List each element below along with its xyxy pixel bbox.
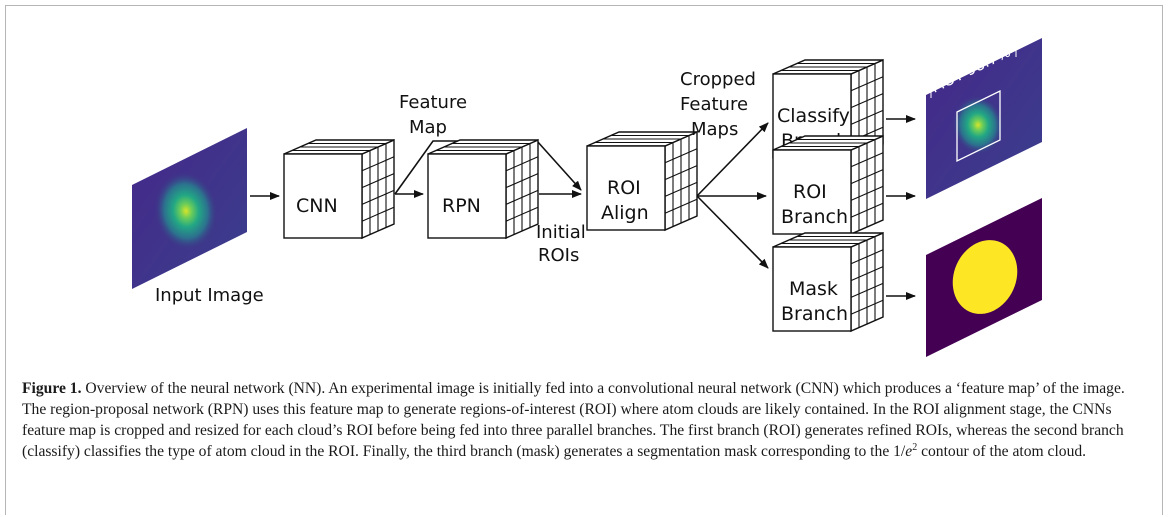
cropped-label-line2: Feature xyxy=(680,94,748,115)
roi-align-block: ROI Align xyxy=(586,130,698,232)
mask-label-line1: Mask xyxy=(789,278,838,300)
roi-branch-label-line1: ROI xyxy=(793,181,827,203)
cropped-label-line3: Maps xyxy=(691,119,738,140)
input-image xyxy=(132,128,247,289)
roi-branch-block: ROI Branch xyxy=(772,134,884,236)
svg-text:RPN: RPN xyxy=(442,195,481,217)
caption-exponent: 2 xyxy=(912,441,918,453)
arrow-to-mask xyxy=(696,195,769,269)
svg-text:Align: Align xyxy=(601,202,649,224)
rpn-label: RPN xyxy=(442,195,481,217)
initial-rois-label-line1: Initial xyxy=(536,222,586,243)
figure-caption: Figure 1. Overview of the neural network… xyxy=(22,378,1147,462)
input-image-label: Input Image xyxy=(155,285,264,306)
feature-map-label-line2: Map xyxy=(409,117,447,138)
svg-text:Branch: Branch xyxy=(781,303,848,325)
initial-rois-label-line2: ROIs xyxy=(538,245,579,266)
mask-output-image xyxy=(926,198,1042,357)
network-diagram: Input Image CNN Feature Map RPN Initial … xyxy=(132,38,1042,357)
svg-text:Branch: Branch xyxy=(781,206,848,228)
arrow-to-classify xyxy=(696,122,769,197)
svg-text:Classify: Classify xyxy=(777,105,850,127)
cnn-label: CNN xyxy=(296,195,338,217)
rpn-block: RPN xyxy=(427,138,539,240)
caption-text-2: contour of the atom cloud. xyxy=(917,443,1087,460)
detection-output-image: MOT 98.7% xyxy=(926,38,1042,199)
roi-align-label-line1: ROI xyxy=(607,177,641,199)
svg-text:CNN: CNN xyxy=(296,195,338,217)
roi-branch-label-line2: Branch xyxy=(781,206,848,228)
svg-text:ROI: ROI xyxy=(793,181,827,203)
cnn-block: CNN xyxy=(283,138,395,240)
roi-bounding-box xyxy=(956,89,1001,163)
figure-frame xyxy=(5,5,1163,515)
mask-label-line2: Branch xyxy=(781,303,848,325)
svg-text:ROI: ROI xyxy=(607,177,641,199)
roi-align-label-line2: Align xyxy=(601,202,649,224)
caption-e-symbol: e xyxy=(905,443,913,460)
classify-label-line1: Classify xyxy=(777,105,850,127)
caption-label: Figure 1. xyxy=(22,380,82,397)
caption-text-1: Overview of the neural network (NN). An … xyxy=(22,380,1125,460)
segmentation-mask xyxy=(952,240,1018,314)
svg-text:Mask: Mask xyxy=(789,278,838,300)
feature-map-label-line1: Feature xyxy=(399,92,467,113)
cropped-label-line1: Cropped xyxy=(680,69,756,90)
